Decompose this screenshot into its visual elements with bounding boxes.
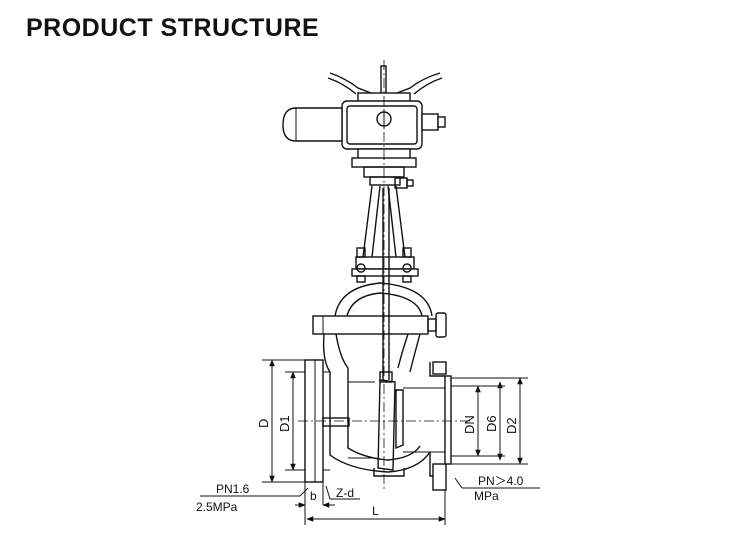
dim-d1-label: D1 [277, 415, 292, 432]
dim-l-label: L [372, 504, 379, 518]
page-title: PRODUCT STRUCTURE [26, 14, 320, 42]
dimension-right: DN D6 D2 PN＞4.0 MPa [451, 377, 540, 503]
zd-label: Z-d [336, 486, 354, 500]
pn40-label: PN＞4.0 [478, 474, 524, 488]
dim-d6-label: D6 [484, 415, 499, 432]
dim-b-label: b [310, 489, 317, 503]
dimension-left: D D1 b PN1.6 2.5MPa Z-d L [196, 359, 446, 525]
mpa-label: MPa [474, 489, 499, 503]
dim-d2-label: D2 [504, 417, 519, 434]
valve-body [298, 60, 470, 491]
dim-d-label: D [256, 419, 271, 428]
handwheel [327, 65, 443, 103]
dim-dn-label: DN [462, 415, 477, 434]
mpa25-label: 2.5MPa [196, 500, 238, 514]
pn16-label: PN1.6 [216, 482, 250, 496]
yoke [351, 177, 419, 283]
electric-actuator [282, 100, 446, 186]
